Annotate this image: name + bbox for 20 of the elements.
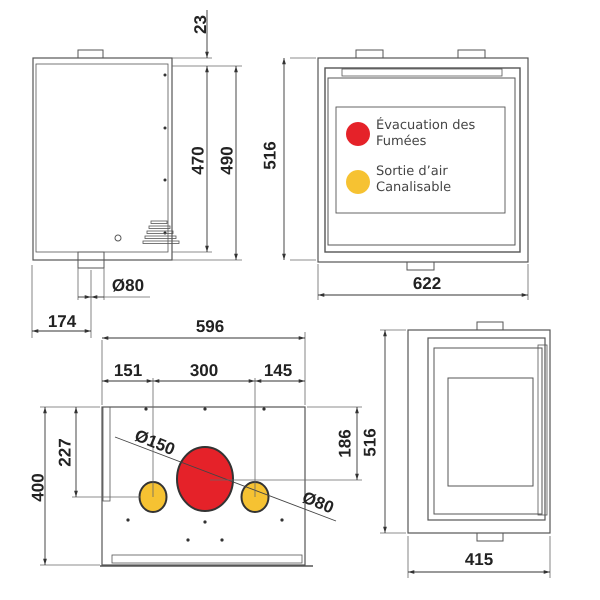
dimension-value: Ø80 (300, 488, 336, 516)
dimension-value: 470 (190, 146, 206, 174)
dimension-value: 151 (114, 362, 142, 378)
legend-text: Sortie d’air Canalisable (376, 164, 452, 196)
dimension-value: 490 (218, 146, 236, 174)
dimension-value: 516 (262, 140, 278, 170)
dimension-value: 227 (56, 438, 74, 466)
dimension-value: Ø80 (112, 276, 144, 294)
dimension-value: 400 (30, 472, 46, 502)
legend-text: Évacuation des Fumées (376, 118, 476, 150)
dimension-value: 145 (264, 362, 292, 378)
dimension-value: 186 (336, 428, 354, 458)
dimension-value: 596 (196, 318, 224, 334)
dimension-value: Ø150 (132, 426, 178, 458)
dimension-value: 516 (362, 428, 378, 456)
dimension-value: 174 (48, 312, 76, 330)
dimension-value: 415 (464, 550, 494, 568)
dimension-value: 23 (192, 14, 208, 34)
dimension-value: 300 (190, 362, 218, 378)
dimension-value: 622 (412, 274, 442, 292)
